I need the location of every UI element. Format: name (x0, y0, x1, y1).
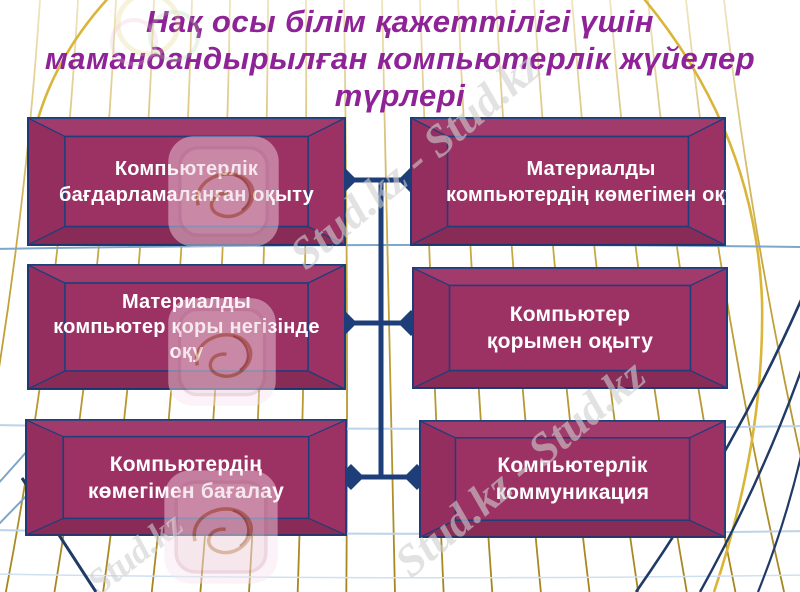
node-label: Компьютерлік коммуникация (495, 454, 650, 504)
node-label: Материалды компьютердің көмегімен оқу (445, 157, 726, 206)
node-material-learning-with-computer: Материалды компьютердің көмегімен оқу (410, 117, 726, 246)
gold-arc-right (643, 0, 764, 592)
bevel-frame (27, 264, 346, 390)
node-assessment-with-computer: Компьютердің көмегімен бағалау (25, 419, 347, 536)
node-computer-programmed-learning: Компьютерлік бағдарламаланған оқыту (27, 117, 346, 246)
bevel-frame (412, 267, 728, 389)
bevel-frame (419, 420, 726, 538)
bevel-frame (410, 117, 726, 246)
node-label: Компьютердің көмегімен бағалау (87, 452, 285, 503)
node-computer-communication: Компьютерлік коммуникация (419, 420, 726, 538)
bevel-frame (27, 117, 346, 246)
gold-arc-top-left (34, 0, 109, 127)
node-label: Компьютерлік бағдарламаланған оқыту (59, 157, 314, 206)
page-title: Нақ осы білім қажеттілігі үшін маманданд… (44, 4, 756, 113)
node-learning-with-computer-fund: Компьютер қорымен оқыту (412, 267, 728, 389)
node-label: Материалды компьютер қоры негізінде оқу (53, 290, 320, 363)
node-label: Компьютер қорымен оқыту (486, 303, 654, 353)
node-material-learning-on-computer-fund: Материалды компьютер қоры негізінде оқу (27, 264, 346, 390)
bevel-frame (25, 419, 347, 536)
